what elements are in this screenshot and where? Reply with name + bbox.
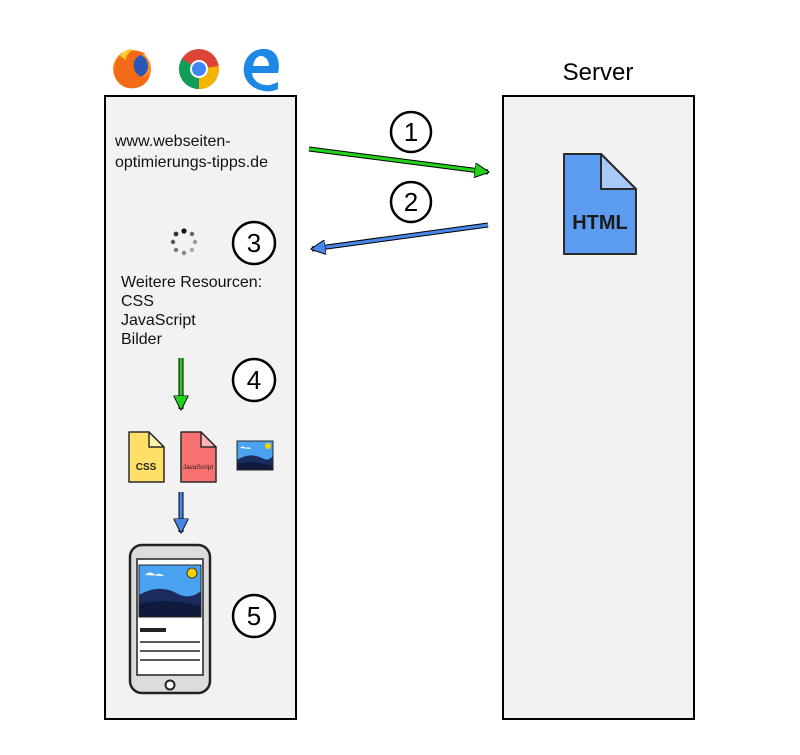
resources-heading: Weitere Resourcen: [121,274,262,291]
edge-icon [243,48,279,92]
image-file-icon [236,440,274,471]
smartphone-icon [128,543,212,695]
step-5-badge: 5 [231,593,277,639]
javascript-file-label: JavaScript [183,464,214,471]
response-arrow-fill [312,223,489,249]
html-file-icon [563,153,637,255]
css-file-icon [128,431,165,483]
html-file-label: HTML [572,212,628,234]
javascript-file-icon [180,431,217,483]
css-file-label: CSS [136,462,157,473]
url-line-1: www.webseiten- [114,133,231,150]
step-3-badge: 3 [231,220,277,266]
resource-images: Bilder [121,331,163,348]
firefox-icon [113,49,151,89]
resource-css: CSS [121,293,154,310]
step-4-number: 4 [247,365,261,395]
loading-spinner-icon [170,228,198,256]
step-5-number: 5 [247,601,261,631]
chrome-icon [179,49,219,89]
step-4-badge: 4 [231,357,277,403]
step-3-number: 3 [247,228,261,258]
step-1-badge: 1 [389,110,433,154]
server-title: Server [563,59,634,86]
step-2-badge: 2 [389,180,433,224]
step-1-number: 1 [404,117,418,147]
request-arrow-fill [308,147,488,172]
step-2-number: 2 [404,187,418,217]
resource-javascript: JavaScript [121,312,196,329]
url-line-2: optimierungs-tipps.de [115,154,268,171]
